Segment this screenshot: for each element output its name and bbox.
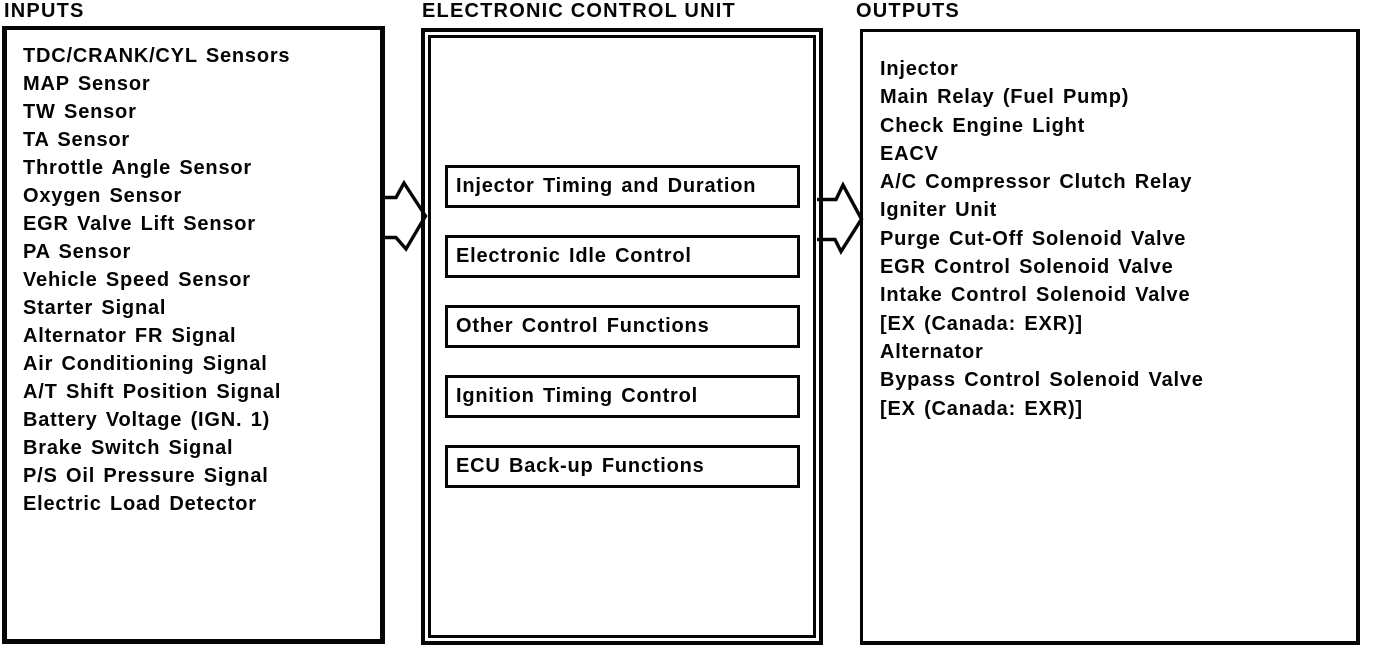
input-signal-item: PA Sensor (23, 241, 132, 263)
input-signal-item: Starter Signal (23, 297, 167, 319)
output-device-item: Igniter Unit (880, 199, 998, 222)
ecu-title: ELECTRONIC CONTROL UNIT (422, 0, 736, 22)
ecu-function-label: Electronic Idle Control (456, 245, 692, 267)
input-signal-item: Alternator FR Signal (23, 325, 237, 347)
arrow-ecu-to-outputs-icon (817, 181, 864, 255)
input-signal-item: Brake Switch Signal (23, 437, 234, 459)
ecu-box: Injector Timing and Duration Electronic … (421, 28, 823, 645)
ecu-function-box: ECU Back-up Functions (445, 445, 800, 488)
output-device-item: [EX (Canada: EXR)] (880, 397, 1083, 420)
output-device-item: Check Engine Light (880, 114, 1086, 137)
output-device-item: Alternator (880, 340, 984, 363)
output-device-item: Main Relay (Fuel Pump) (880, 86, 1130, 109)
outputs-title: OUTPUTS (856, 0, 960, 22)
input-signal-item: Air Conditioning Signal (23, 353, 268, 375)
ecu-function-label: Other Control Functions (456, 315, 710, 337)
output-device-item: EGR Control Solenoid Valve (880, 256, 1174, 279)
ecu-functions-list: Injector Timing and Duration Electronic … (445, 165, 800, 488)
ecu-function-label: Ignition Timing Control (456, 385, 698, 407)
output-device-item: [EX (Canada: EXR)] (880, 312, 1083, 335)
input-signal-item: Electric Load Detector (23, 493, 257, 515)
output-device-item: Intake Control Solenoid Valve (880, 284, 1191, 307)
output-device-item: Injector (880, 58, 959, 80)
input-signal-item: Oxygen Sensor (23, 185, 183, 207)
ecu-inner-border: Injector Timing and Duration Electronic … (428, 35, 816, 638)
output-device-item: Bypass Control Solenoid Valve (880, 369, 1204, 392)
output-device-item: Purge Cut-Off Solenoid Valve (880, 227, 1187, 250)
input-signal-item: A/T Shift Position Signal (23, 381, 282, 403)
ecu-function-label: ECU Back-up Functions (456, 455, 705, 477)
input-signal-item: EGR Valve Lift Sensor (23, 213, 256, 235)
input-signal-item: P/S Oil Pressure Signal (23, 465, 269, 487)
ecu-function-box: Ignition Timing Control (445, 375, 800, 418)
arrow-inputs-to-ecu-icon (382, 179, 428, 252)
input-signal-item: MAP Sensor (23, 73, 151, 95)
ecu-function-box: Other Control Functions (445, 305, 800, 348)
ecu-function-box: Injector Timing and Duration (445, 165, 800, 208)
ecu-function-label: Injector Timing and Duration (456, 175, 757, 197)
input-signal-item: Battery Voltage (IGN. 1) (23, 409, 271, 431)
input-signal-item: Throttle Angle Sensor (23, 157, 252, 179)
input-signal-item: TW Sensor (23, 101, 137, 123)
output-device-item: A/C Compressor Clutch Relay (880, 171, 1193, 194)
output-device-item: EACV (880, 142, 939, 165)
input-signal-item: TA Sensor (23, 129, 130, 151)
inputs-title: INPUTS (4, 0, 85, 22)
ecu-function-box: Electronic Idle Control (445, 235, 800, 278)
input-signal-item: Vehicle Speed Sensor (23, 269, 251, 291)
input-signal-item: TDC/CRANK/CYL Sensors (23, 45, 291, 67)
